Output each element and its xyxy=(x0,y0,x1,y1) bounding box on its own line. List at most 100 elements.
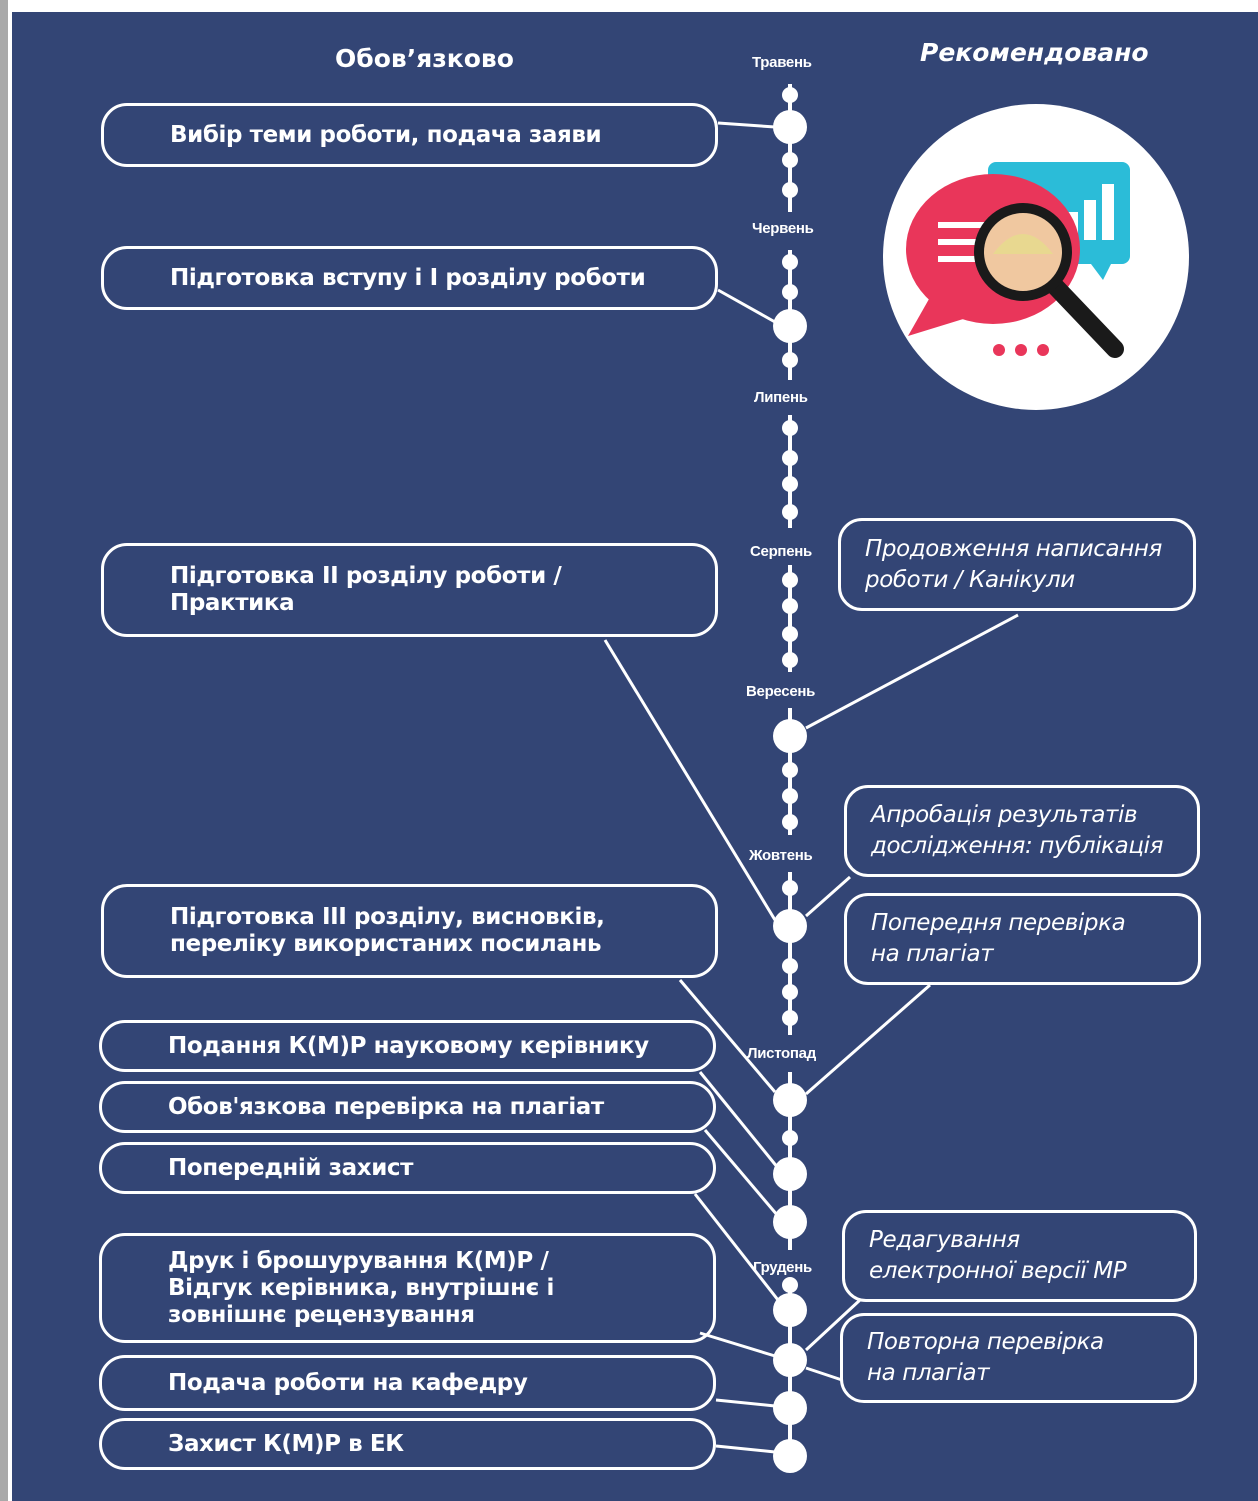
milestone-dot xyxy=(773,1205,807,1239)
month-label: Серпень xyxy=(750,543,812,560)
timeline-dot xyxy=(782,504,798,520)
milestone-dot xyxy=(773,719,807,753)
timeline-dot xyxy=(782,984,798,1000)
step-text: на плагіат xyxy=(871,941,994,967)
connector-line xyxy=(717,288,776,324)
connector-line xyxy=(717,121,776,129)
month-label: Травень xyxy=(752,54,812,71)
step-text: Захист К(М)Р в ЕК xyxy=(168,1430,404,1457)
connector-line xyxy=(805,1366,843,1382)
step-text: Повторна перевірка xyxy=(867,1329,1104,1355)
month-label: Жовтень xyxy=(749,847,813,864)
timeline-dot xyxy=(782,652,798,668)
recommended-step: Апробація результатів дослідження: публі… xyxy=(844,785,1200,877)
mandatory-step: Подання К(М)Р науковому керівнику xyxy=(99,1020,716,1072)
timeline-dot xyxy=(782,1130,798,1146)
step-text: Редагування xyxy=(869,1227,1020,1253)
step-text: Підготовка вступу і І розділу роботи xyxy=(170,264,646,291)
step-text: зовнішнє рецензування xyxy=(168,1301,475,1328)
step-text: електронної версії МР xyxy=(869,1258,1127,1284)
connector-line xyxy=(805,875,851,918)
mandatory-step: Обов'язкова перевірка на плагіат xyxy=(99,1081,716,1133)
timeline-dot xyxy=(782,450,798,466)
timeline-dot xyxy=(782,626,798,642)
milestone-dot xyxy=(773,1083,807,1117)
connector-line xyxy=(715,1444,776,1454)
timeline-dot xyxy=(782,788,798,804)
magnifier-handle-icon xyxy=(1044,275,1124,358)
step-text: Подача роботи на кафедру xyxy=(168,1369,528,1396)
step-text: Апробація результатів xyxy=(871,802,1138,828)
left-border xyxy=(0,0,8,1501)
milestone-dot xyxy=(773,1157,807,1191)
connector-line xyxy=(699,1331,776,1358)
mandatory-header: Обов’язково xyxy=(335,44,514,73)
mandatory-step: Попередній захист xyxy=(99,1142,716,1194)
step-text: Попередня перевірка xyxy=(871,910,1126,936)
step-text: Підготовка ІІІ розділу, висновків, xyxy=(170,904,605,930)
timeline-dot xyxy=(782,814,798,830)
step-text: Підготовка ІІ розділу роботи / xyxy=(170,563,562,589)
recommended-step: Редагування електронної версії МР xyxy=(842,1210,1197,1302)
recommended-step: Повторна перевірка на плагіат xyxy=(840,1313,1197,1403)
step-text: Вибір теми роботи, подача заяви xyxy=(170,121,602,148)
milestone-dot xyxy=(773,1293,807,1327)
month-label: Грудень xyxy=(753,1259,812,1276)
mandatory-step: Захист К(М)Р в ЕК xyxy=(99,1418,716,1470)
mandatory-step: Підготовка вступу і І розділу роботи xyxy=(101,246,718,310)
milestone-dot xyxy=(773,1343,807,1377)
mandatory-step: Вибір теми роботи, подача заяви xyxy=(101,103,718,167)
step-text: Відгук керівника, внутрішнє і xyxy=(168,1274,554,1301)
milestone-dot xyxy=(773,309,807,343)
step-text: Практика xyxy=(170,590,295,616)
mandatory-step: Підготовка ІІ розділу роботи / Практика xyxy=(101,543,718,637)
timeline-dot xyxy=(782,352,798,368)
month-label: Липень xyxy=(754,389,808,406)
step-text: дослідження: публікація xyxy=(871,833,1164,859)
connector-line xyxy=(678,979,777,1093)
timeline-dot xyxy=(782,182,798,198)
recommended-step: Попередня перевірка на плагіат xyxy=(844,893,1201,985)
step-text: Друк і брошурування К(М)Р / xyxy=(168,1247,549,1274)
timeline-dot xyxy=(782,762,798,778)
timeline-dot xyxy=(782,1010,798,1026)
chat-analytics-icon xyxy=(883,104,1189,410)
step-text: Продовження написання xyxy=(865,535,1162,562)
timeline-dot xyxy=(782,420,798,436)
timeline-dot xyxy=(782,1277,798,1293)
recommended-step: Продовження написання роботи / Канікули xyxy=(838,518,1196,611)
timeline-dot xyxy=(782,598,798,614)
connector-line xyxy=(715,1398,776,1408)
timeline-dot xyxy=(782,880,798,896)
timeline-dot xyxy=(782,958,798,974)
timeline-dot xyxy=(782,87,798,103)
timeline-dot xyxy=(782,284,798,300)
connector-line xyxy=(805,613,1019,730)
mandatory-step: Друк і брошурування К(М)Р / Відгук керів… xyxy=(99,1233,716,1343)
connector-line xyxy=(698,1071,780,1169)
step-text: на плагіат xyxy=(867,1360,990,1386)
timeline-dot xyxy=(782,254,798,270)
timeline-dot xyxy=(782,152,798,168)
timeline-dot xyxy=(782,476,798,492)
timeline-dot xyxy=(782,572,798,588)
milestone-dot xyxy=(773,1439,807,1473)
step-text: Подання К(М)Р науковому керівнику xyxy=(168,1032,649,1059)
step-text: Попередній захист xyxy=(168,1154,414,1181)
step-text: роботи / Канікули xyxy=(865,566,1075,593)
milestone-dot xyxy=(773,1391,807,1425)
connector-line xyxy=(805,983,931,1096)
milestone-dot xyxy=(773,110,807,144)
connector-line xyxy=(693,1193,780,1301)
recommended-header: Рекомендовано xyxy=(920,38,1149,67)
top-margin xyxy=(0,0,1258,11)
magnifier-chat-icon xyxy=(906,162,1130,358)
connector-line xyxy=(703,1129,780,1217)
mandatory-step: Подача роботи на кафедру xyxy=(99,1355,716,1411)
mandatory-step: Підготовка ІІІ розділу, висновків, перел… xyxy=(101,884,718,978)
month-label: Червень xyxy=(752,220,814,237)
month-label: Листопад xyxy=(747,1045,816,1062)
connector-line xyxy=(603,639,777,921)
